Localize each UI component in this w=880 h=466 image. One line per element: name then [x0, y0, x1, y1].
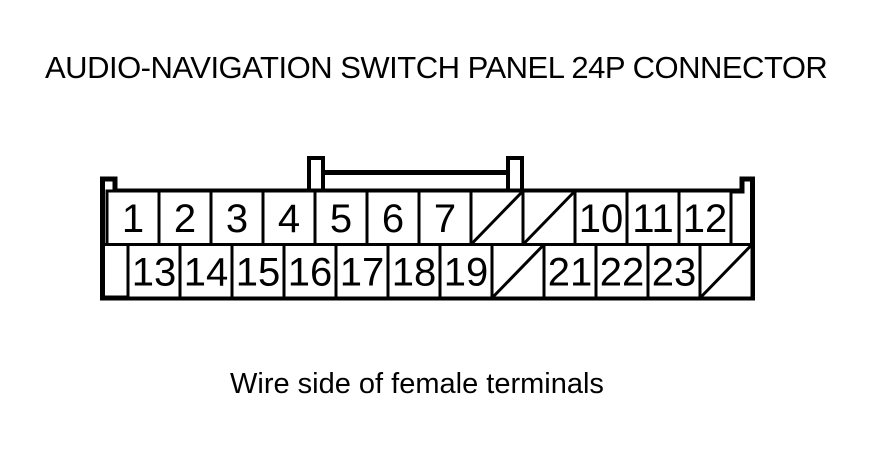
blocked-pin-cell	[469, 189, 525, 246]
pin-label: 3	[226, 197, 248, 241]
pin-label: 5	[330, 197, 352, 241]
pin-label: 17	[340, 250, 385, 294]
latch-post-right	[506, 156, 524, 193]
pin-cell: 15	[230, 243, 286, 300]
pin-cell: 3	[209, 189, 265, 246]
pin-cell: 4	[261, 189, 317, 246]
pin-label: 21	[548, 250, 593, 294]
pin-cell-box	[105, 189, 161, 246]
pin-cell-box	[282, 243, 338, 300]
blocked-pin-cell	[490, 243, 546, 300]
pin-label: 4	[278, 197, 300, 241]
diagram-caption: Wire side of female terminals	[230, 368, 604, 400]
pin-cell-box	[365, 189, 421, 246]
pin-label: 12	[683, 197, 728, 241]
pin-label: 11	[632, 197, 674, 241]
pin-cell-box	[573, 189, 629, 246]
blocked-diagonal-line	[521, 189, 577, 246]
pin-label: 22	[600, 250, 645, 294]
diagram-title: AUDIO-NAVIGATION SWITCH PANEL 24P CONNEC…	[45, 50, 828, 85]
pin-cell: 18	[386, 243, 442, 300]
pin-cell: 1	[105, 189, 161, 246]
pin-label: 13	[132, 250, 177, 294]
pin-label: 6	[382, 197, 404, 241]
pin-cell-box	[261, 189, 317, 246]
pin-label: 16	[288, 250, 333, 294]
blocked-diagonal-line	[490, 243, 546, 300]
pin-cell-box	[594, 243, 650, 300]
pin-cell: 7	[417, 189, 473, 246]
blocked-pin-cell	[698, 243, 754, 300]
pin-cell: 14	[178, 243, 234, 300]
pin-cell: 21	[542, 243, 598, 300]
pin-cell: 17	[334, 243, 390, 300]
pin-cell-box	[209, 189, 265, 246]
pin-cell-box	[677, 189, 733, 246]
pin-cell: 12	[677, 189, 733, 246]
pin-cell: 6	[365, 189, 421, 246]
pin-cell: 16	[282, 243, 338, 300]
pin-cell: 22	[594, 243, 650, 300]
pin-label: 10	[579, 197, 624, 241]
pin-label: 15	[236, 250, 281, 294]
pin-cell: 11	[625, 189, 681, 246]
pin-label: 14	[184, 250, 229, 294]
blocked-diagonal-line	[469, 189, 525, 246]
pin-cell-box	[438, 243, 494, 300]
pin-label: 19	[444, 250, 489, 294]
pin-label: 18	[392, 250, 437, 294]
pin-cell: 2	[157, 189, 213, 246]
pin-label: 7	[434, 197, 456, 241]
pin-cell: 5	[313, 189, 369, 246]
blocked-pin-cell	[521, 189, 577, 246]
pin-label: 2	[174, 197, 196, 241]
pin-cell: 19	[438, 243, 494, 300]
pin-cell: 13	[126, 243, 182, 300]
latch-post-left	[307, 156, 325, 193]
blocked-diagonal-line	[698, 243, 754, 300]
pin-label: 1	[122, 197, 144, 241]
pin-label: 23	[652, 250, 697, 294]
pin-cell: 23	[646, 243, 702, 300]
pin-cell: 10	[573, 189, 629, 246]
